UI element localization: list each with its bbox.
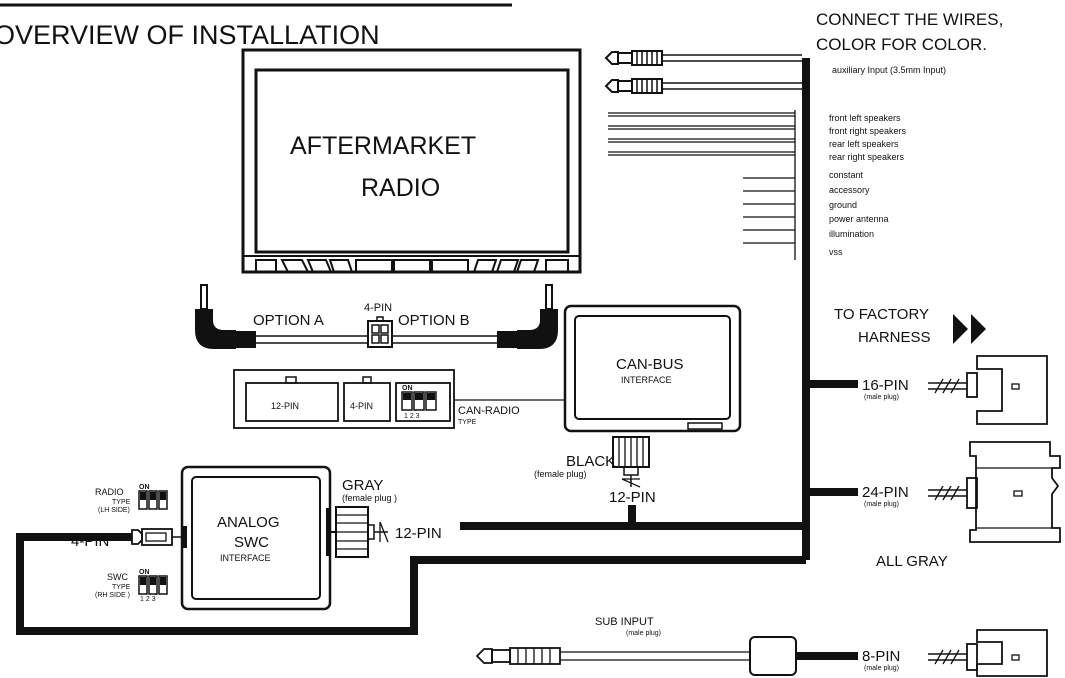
rca-plug-upper [604,50,802,66]
option-b-label: OPTION B [398,312,470,329]
radio-label-line1: AFTERMARKET [290,132,476,160]
wire-label: rear left speakers [829,139,899,149]
swc-4pin-plug [76,528,182,546]
wire-label: power antenna [829,214,889,224]
canbus-connector-pins: 12-PIN [609,489,656,506]
factory-24pin-type: (male plug) [864,501,899,508]
sub-input-rca-plug [475,636,858,676]
factory-8pin-connector [928,629,1048,677]
wire-label: front right speakers [829,126,907,136]
wiring-heading-line1: CONNECT THE WIRES, [816,10,1003,29]
swc-connector-pins: 12-PIN [395,525,442,542]
gray-12pin-connector [330,506,389,558]
radio-button-row [255,259,569,273]
wire-label-list: front left speakers front right speakers… [829,113,907,257]
option-a-label: OPTION A [253,312,324,329]
swc-radio-dip-on: ON [139,484,150,491]
canbus-dip-numbers: 1 2 3 [404,413,420,420]
can-radio-label: CAN-RADIO [458,405,520,417]
swc-connector-type: (female plug ) [342,493,397,503]
four-pin-connector [367,316,393,348]
canbus-title: CAN-BUS [616,356,684,373]
swc-label-line1: ANALOG [217,514,280,531]
swc-type-side: (RH SIDE ) [95,592,130,599]
factory-24pin-connector [928,441,1061,543]
factory-8pin-label: 8-PIN [862,648,900,665]
wiring-heading-line2: COLOR FOR COLOR. [816,35,987,54]
factory-16pin-connector [928,355,1048,425]
canbus-connector-type: (female plug) [534,469,587,479]
all-gray-label: ALL GRAY [876,553,948,570]
rca-plug-lower [604,78,802,94]
main-harness-trunk [16,58,858,635]
factory-24pin-label: 24-PIN [862,484,909,501]
canbus-interface: CAN-BUS INTERFACE [563,304,742,433]
canbus-port-12-label: 12-PIN [271,401,299,411]
factory-16pin-label: 16-PIN [862,377,909,394]
page-title: OVERVIEW OF INSTALLATION [0,20,380,50]
aux-input-label: auxiliary Input (3.5mm Input) [832,65,946,75]
swc-left-pin-label: 4-PIN [71,533,109,550]
wire-label: constant [829,170,864,180]
wire-label: rear right speakers [829,152,905,162]
factory-label-line1: TO FACTORY [834,306,929,323]
canbus-subtitle: INTERFACE [621,375,672,385]
factory-16pin-type: (male plug) [864,394,899,401]
factory-label-line2: HARNESS [858,329,931,346]
arrow-right-icon [953,314,986,344]
swc-label-line2: SWC [234,534,269,551]
sub-input-type: (male plug) [626,630,661,637]
canbus-connector-color: BLACK [566,453,615,470]
swc-radio-side: (LH SIDE) [98,507,130,514]
swc-type-type: TYPE [112,584,131,591]
wire-label: illumination [829,229,874,239]
canbus-port-strip: 12-PIN 4-PIN ON 1 2 3 [233,369,455,429]
analog-swc-interface: ANALOG SWC INTERFACE [180,465,332,611]
speaker-wire-bundle [608,110,796,260]
radio-label-line2: RADIO [361,174,440,202]
swc-type-label: SWC [107,572,128,582]
swc-connector-color: GRAY [342,477,383,494]
swc-type-dip-switch: ON 1 2 3 [138,569,168,603]
option-b-plug [392,284,558,349]
swc-label-line3: INTERFACE [220,553,271,563]
swc-type-dip-on: ON [139,569,150,576]
wire-label: front left speakers [829,113,901,123]
option-4pin-label: 4-PIN [364,302,392,314]
swc-type-dip-numbers: 1 2 3 [140,596,156,603]
sub-input-label: SUB INPUT [595,616,654,628]
option-a-plug [195,284,368,349]
canbus-dip-on: ON [402,385,413,392]
factory-8pin-type: (male plug) [864,665,899,672]
black-12pin-connector [612,436,650,488]
swc-radio-label: RADIO [95,487,124,497]
can-radio-type: TYPE [458,419,477,426]
swc-radio-type: TYPE [112,499,131,506]
wire-label: accessory [829,185,870,195]
swc-radio-dip-switch: ON [138,484,168,510]
wire-label: ground [829,200,857,210]
wire-label: vss [829,247,843,257]
aftermarket-radio: AFTERMARKET RADIO [241,48,582,274]
canbus-port-4-label: 4-PIN [350,401,373,411]
